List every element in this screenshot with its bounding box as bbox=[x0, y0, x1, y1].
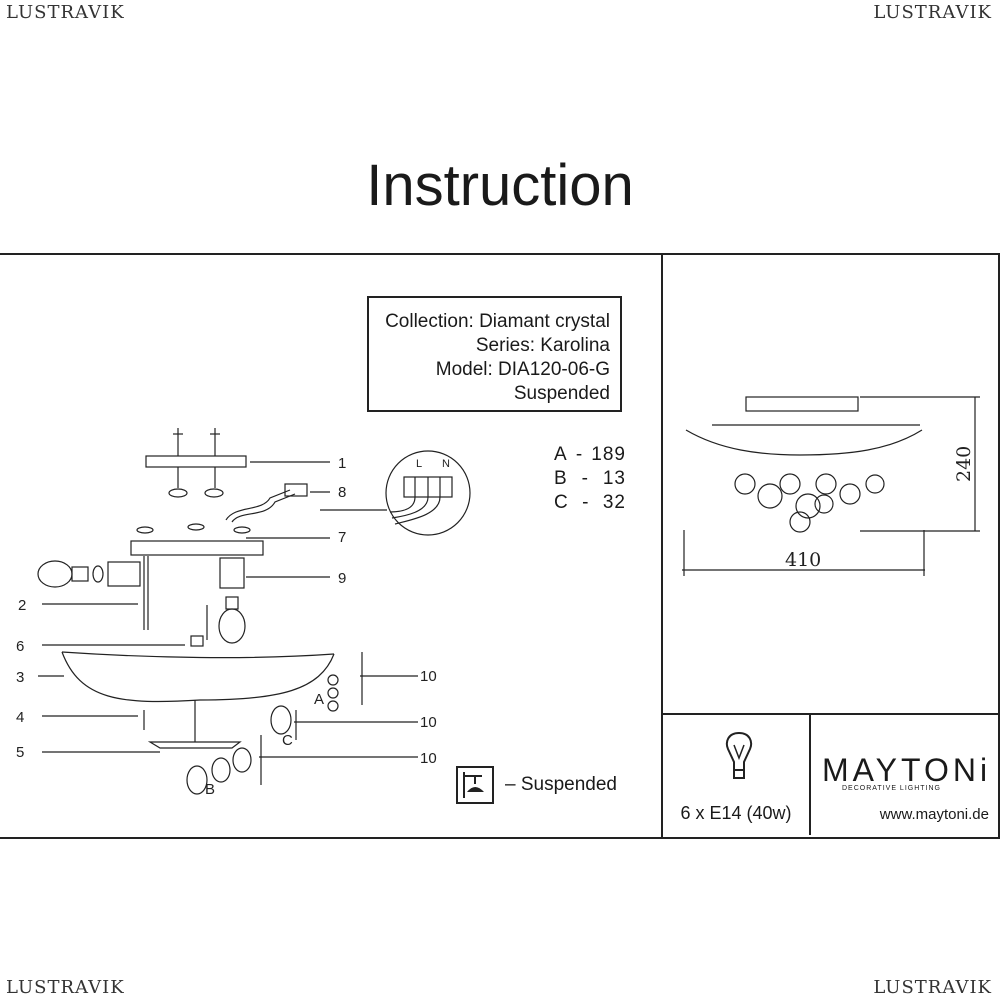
series-text: Series: Karolina bbox=[475, 335, 610, 356]
callout-7: 7 bbox=[338, 529, 346, 546]
lamp-spec: 6 x E14 (40w) bbox=[680, 803, 792, 823]
callout-5: 5 bbox=[16, 744, 24, 761]
callout-9: 9 bbox=[338, 570, 346, 587]
callout-10: 10 bbox=[420, 750, 437, 767]
callout-4: 4 bbox=[16, 709, 24, 726]
panel-divider-horizontal bbox=[661, 713, 1000, 715]
callout-10: 10 bbox=[420, 668, 437, 685]
mounting-bar bbox=[145, 455, 247, 468]
callout-10: 10 bbox=[420, 714, 437, 731]
crystal-label-c: C bbox=[282, 732, 293, 749]
callout-2: 2 bbox=[18, 597, 26, 614]
product-info-box: Collection: Diamant crystal Series: Karo… bbox=[367, 296, 622, 412]
callout-6: 6 bbox=[16, 638, 24, 655]
type-text: Suspended bbox=[513, 383, 610, 404]
brand-url: www.maytoni.de bbox=[879, 806, 989, 823]
model-text: Model: DIA120-06-G bbox=[435, 359, 610, 380]
watermark-bottom-left: LUSTRAVIK bbox=[6, 977, 125, 998]
callout-8: 8 bbox=[338, 484, 346, 501]
ceiling-mount-icon bbox=[456, 766, 494, 804]
panel-divider-footer bbox=[809, 713, 811, 835]
part-row: A-189 bbox=[554, 444, 626, 465]
page-title: Instruction bbox=[366, 153, 634, 218]
width-dimension: 410 bbox=[785, 549, 821, 571]
panel-divider-vertical bbox=[661, 253, 663, 837]
brand-logo: MAYTONi bbox=[822, 752, 992, 788]
brand-subtitle: DECORATIVE LIGHTING bbox=[842, 785, 941, 792]
part-row: B-13 bbox=[554, 468, 626, 489]
height-dimension: 240 bbox=[953, 446, 975, 482]
callout-1: 1 bbox=[338, 455, 346, 472]
watermark-top-right: LUSTRAVIK bbox=[873, 2, 992, 23]
crystal-label-b: B bbox=[205, 781, 215, 798]
suspended-legend: – Suspended bbox=[505, 774, 617, 795]
instruction-frame bbox=[0, 253, 1000, 839]
watermark-top-left: LUSTRAVIK bbox=[6, 2, 125, 23]
terminal-l: L bbox=[416, 458, 422, 470]
terminal-n: N bbox=[442, 458, 450, 470]
chandelier-outline bbox=[685, 429, 923, 456]
collection-text: Collection: Diamant crystal bbox=[385, 311, 610, 332]
frame-ring bbox=[61, 651, 335, 703]
part-row: C-32 bbox=[554, 492, 626, 513]
crystal-label-a: A bbox=[314, 691, 324, 708]
watermark-bottom-right: LUSTRAVIK bbox=[873, 977, 992, 998]
parts-list: A-189 B-13 C-32 bbox=[554, 443, 626, 515]
callout-3: 3 bbox=[16, 669, 24, 686]
